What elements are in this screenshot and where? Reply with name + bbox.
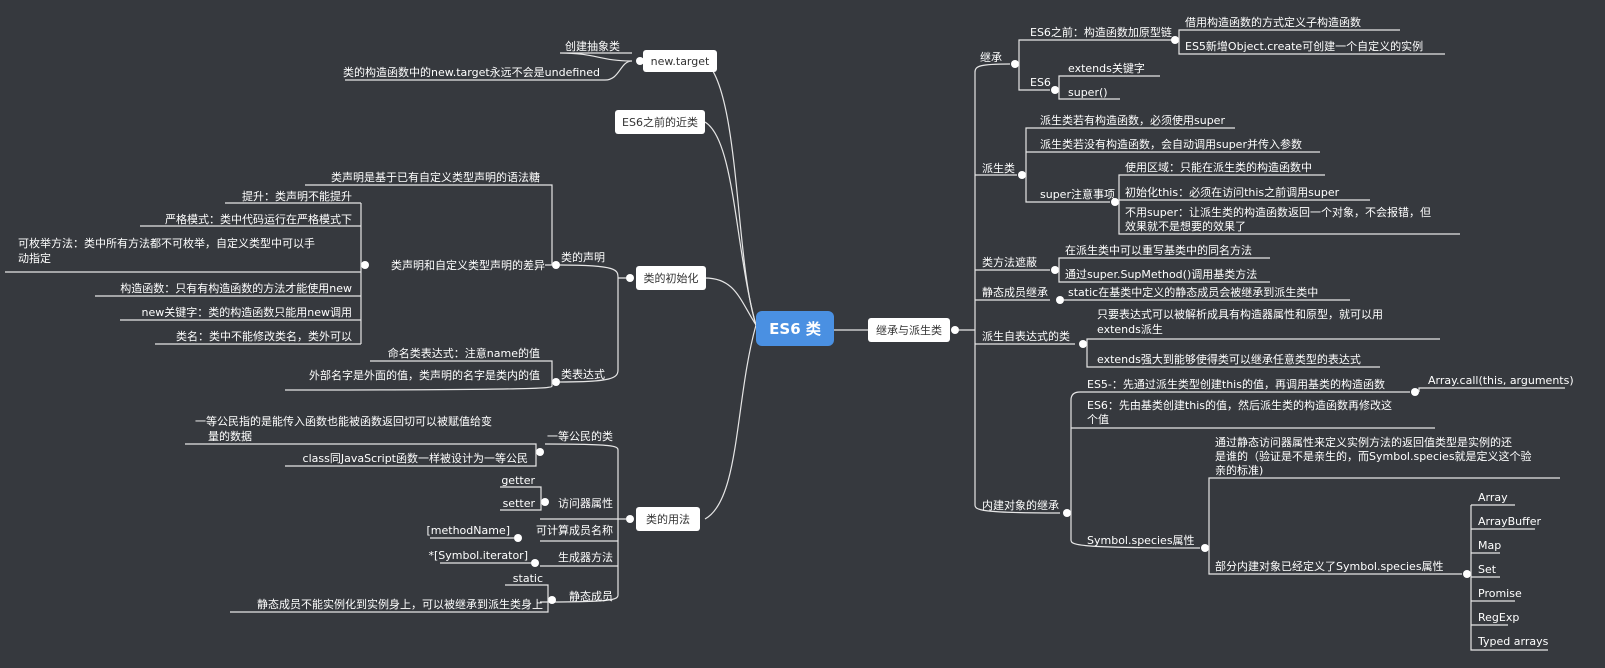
decl-diff-label: 类声明和自定义类型声明的差异 <box>391 258 545 272</box>
builtin-es6-label-2: 个值 <box>1087 413 1109 426</box>
init-label: 类的初始化 <box>644 271 699 285</box>
pre-es6-label: ES6之前的近类 <box>622 115 698 129</box>
derived-item-2: 派生类若没有构造函数，会自动调用super并传入参数 <box>1040 137 1302 151</box>
declaration-label: 类的声明 <box>561 250 605 264</box>
expr-item-1: 命名类表达式：注意name的值 <box>388 346 540 360</box>
first-class-item-1b: 量的数据 <box>208 429 252 443</box>
static-inherit-item: static在基类中定义的静态成员会被继承到派生类中 <box>1068 285 1318 299</box>
inherit-es6-item-1: extends关键字 <box>1068 61 1145 75</box>
generator-label: 生成器方法 <box>558 550 613 564</box>
diff-item-3: 可枚举方法：类中所有方法都不可枚举，自定义类型中可以手 <box>18 236 315 250</box>
species-defined-label: 部分内建对象已经定义了Symbol.species属性 <box>1215 559 1444 573</box>
inherit-before-label: ES6之前：构造函数加原型链 <box>1030 25 1172 39</box>
accessor-getter: getter <box>501 474 535 487</box>
builtin-map: Map <box>1478 539 1501 552</box>
decl-sugar: 类声明是基于已有自定义类型声明的语法糖 <box>331 170 540 184</box>
center-connectors-left <box>704 60 757 520</box>
diff-item-1: 提升：类声明不能提升 <box>242 189 352 203</box>
diff-item-3b: 动指定 <box>18 251 51 265</box>
static-item-2: 静态成员不能实例化到实例身上，可以被继承到派生类身上 <box>257 597 543 611</box>
super-label: super注意事项 <box>1040 187 1115 201</box>
inherit-es6-label: ES6 <box>1030 76 1051 89</box>
new-target-item-1: 创建抽象类 <box>565 39 620 53</box>
first-class-item-1: 一等公民指的是能传入函数也能被函数返回切可以被赋值给变 <box>195 414 492 428</box>
builtin-es5-label: ES5-：先通过派生类型创建this的值，再调用基类的构造函数 <box>1087 377 1385 391</box>
builtin-label: 内建对象的继承 <box>982 498 1059 512</box>
static-item-1: static <box>513 572 543 585</box>
builtin-typed-arrays: Typed arrays <box>1477 635 1549 648</box>
builtin-arraybuffer: ArrayBuffer <box>1478 515 1541 528</box>
expr-derive-item-1: 只要表达式可以被解析成具有构造器属性和原型，就可以用 <box>1097 307 1383 321</box>
computed-item: [methodName] <box>426 524 510 537</box>
builtin-regexp: RegExp <box>1478 611 1519 624</box>
first-class-item-2: class同JavaScript函数一样被设计为一等公民 <box>303 451 528 465</box>
inherit-before-item-1: 借用构造函数的方式定义子构造函数 <box>1185 15 1361 29</box>
derived-item-1: 派生类若有构造函数，必须使用super <box>1040 113 1225 127</box>
builtin-array: Array <box>1478 491 1508 504</box>
super-item-1: 使用区域：只能在派生类的构造函数中 <box>1125 160 1312 174</box>
branch-pre-es6: ES6之前的近类 <box>615 110 705 134</box>
super-item-3: 不用super：让派生类的构造函数返回一个对象，不会报错，但 <box>1125 205 1431 219</box>
builtin-es6-label: ES6：先由基类创建this的值，然后派生类的构造函数再修改这 <box>1087 398 1392 412</box>
new-target-item-2: 类的构造函数中的new.target永远不会是undefined <box>343 65 600 79</box>
builtin-set: Set <box>1478 563 1497 576</box>
super-item-3b: 效果就不是想要的效果了 <box>1125 219 1246 233</box>
new-target-label: new.target <box>651 55 710 68</box>
shadow-label: 类方法遮蔽 <box>982 255 1037 269</box>
computed-label: 可计算成员名称 <box>536 523 613 537</box>
shadow-item-1: 在派生类中可以重写基类中的同名方法 <box>1065 243 1252 257</box>
inheritance-node[interactable] <box>868 318 950 342</box>
accessor-setter: setter <box>503 497 536 510</box>
species-desc-2: 是谁的（验证是不是亲生的，而Symbol.species就是定义这个验 <box>1215 449 1532 463</box>
init-node[interactable] <box>636 266 706 290</box>
expr-item-2: 外部名字是外面的值，类声明的名字是类内的值 <box>309 368 540 382</box>
builtin-es5-item: Array.call(this, arguments) <box>1428 374 1574 387</box>
species-label: Symbol.species属性 <box>1087 533 1195 547</box>
static-label: 静态成员 <box>569 589 613 603</box>
branch-new-target: 创建抽象类 类的构造函数中的new.target永远不会是undefined n… <box>343 39 717 81</box>
diff-item-2: 严格模式：类中代码运行在严格模式下 <box>165 212 352 226</box>
new-target-node[interactable] <box>643 50 717 72</box>
species-desc-3: 亲的标准) <box>1215 463 1263 477</box>
diff-item-4: 构造函数：只有有构造函数的方法才能使用new <box>120 281 352 295</box>
usage-node[interactable] <box>636 507 700 531</box>
first-class-label: 一等公民的类 <box>547 429 613 443</box>
center-label: ES6 类 <box>769 320 822 338</box>
derived-label: 派生类 <box>982 161 1015 175</box>
inherit-es6-item-2: super() <box>1068 86 1108 99</box>
species-desc-1: 通过静态访问器属性来定义实例方法的返回值类型是实例的还 <box>1215 435 1512 449</box>
diff-item-5: new关键字：类的构造函数只能用new调用 <box>142 305 352 319</box>
builtin-promise: Promise <box>1478 587 1522 600</box>
expression-label: 类表达式 <box>561 367 605 381</box>
diff-item-6: 类名：类中不能修改类名，类外可以 <box>176 329 352 343</box>
branch-inheritance: 继承与派生类 继承 ES6之前：构造函数加原型链 借用构造函数的方式定义子构造函… <box>868 15 1574 651</box>
branch-init: 类的初始化 类的声明 类声明是基于已有自定义类型声明的语法糖 类声明和自定义类型… <box>5 170 706 391</box>
inherit-before-item-2: ES5新增Object.create可创建一个自定义的实例 <box>1185 39 1423 53</box>
generator-item: *[Symbol.iterator] <box>428 549 528 562</box>
pre-es6-node[interactable] <box>615 110 705 134</box>
accessor-label: 访问器属性 <box>558 496 613 510</box>
expr-derive-item-1b: extends派生 <box>1097 322 1163 336</box>
static-inherit-label: 静态成员继承 <box>982 285 1048 299</box>
expr-derive-item-2: extends强大到能够使得类可以继承任意类型的表达式 <box>1097 352 1361 366</box>
inherit-label: 继承 <box>980 51 1002 64</box>
expr-derive-label: 派生自表达式的类 <box>982 329 1070 343</box>
inheritance-label: 继承与派生类 <box>876 323 942 337</box>
shadow-item-2: 通过super.SupMethod()调用基类方法 <box>1065 267 1257 281</box>
usage-label: 类的用法 <box>646 512 690 526</box>
super-item-2: 初始化this：必须在访问this之前调用super <box>1125 185 1340 199</box>
branch-usage: 类的用法 一等公民的类 一等公民指的是能传入函数也能被函数返回切可以被赋值给变 … <box>185 414 700 613</box>
center-node[interactable]: ES6 类 <box>756 311 834 346</box>
